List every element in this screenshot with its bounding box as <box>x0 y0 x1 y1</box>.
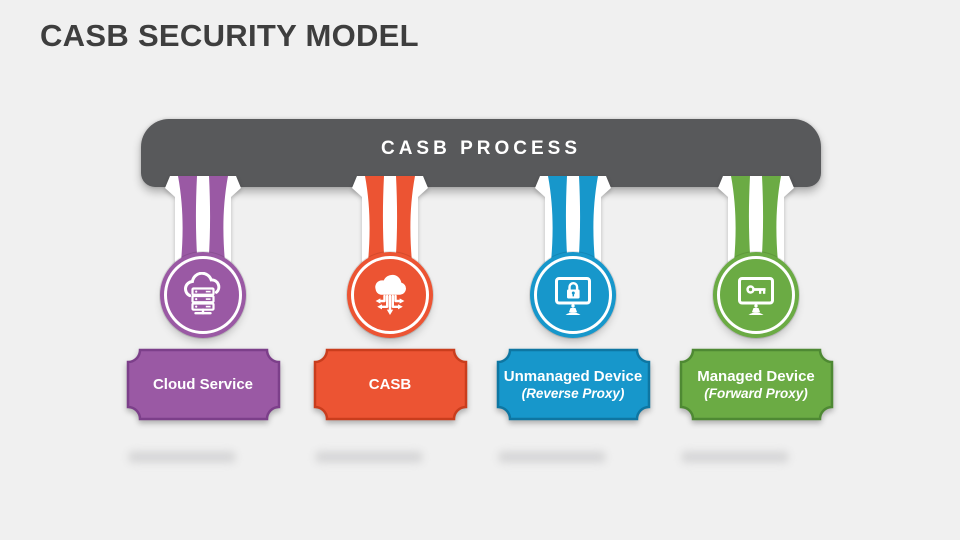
plate-label: Cloud Service <box>152 375 254 393</box>
cloud-service-badge <box>164 256 242 334</box>
casb-badge <box>351 256 429 334</box>
plate-label: Managed Device <box>697 368 815 385</box>
plate-label: Unmanaged Device <box>503 368 643 385</box>
ribbon <box>718 176 794 264</box>
unmanaged-device-badge <box>534 256 612 334</box>
floor-shadow <box>128 451 236 463</box>
plate-shape <box>313 348 467 421</box>
ribbon <box>165 176 241 264</box>
cloud-server-icon <box>184 272 221 315</box>
cloud-multidirection-arrows-icon <box>375 274 406 315</box>
managed-device-badge <box>717 256 795 334</box>
page-title: CASB SECURITY MODEL <box>40 18 419 53</box>
cloud-service-plate: Cloud Service <box>126 348 281 421</box>
plate-shape <box>679 348 833 421</box>
plate-sublabel: (Forward Proxy) <box>704 386 808 401</box>
managed-device-plate: Managed Device (Forward Proxy) <box>679 348 834 421</box>
ribbon <box>535 176 611 264</box>
monitor-key-icon <box>738 277 774 315</box>
casb-plate: CASB <box>313 348 468 421</box>
plate-sublabel: (Reverse Proxy) <box>521 386 625 401</box>
unmanaged-device-plate: Unmanaged Device (Reverse Proxy) <box>496 348 651 421</box>
ribbon <box>352 176 428 264</box>
monitor-padlock-icon <box>555 277 591 315</box>
floor-shadow <box>315 451 423 463</box>
plate-shape <box>496 348 650 421</box>
casb-process-bar-label: CASB PROCESS <box>380 138 582 159</box>
casb-process-bar: CASB PROCESS <box>141 119 821 187</box>
floor-shadow <box>498 451 606 463</box>
floor-shadow <box>681 451 789 463</box>
plate-shape <box>126 348 280 421</box>
plate-label: CASB <box>368 375 412 393</box>
